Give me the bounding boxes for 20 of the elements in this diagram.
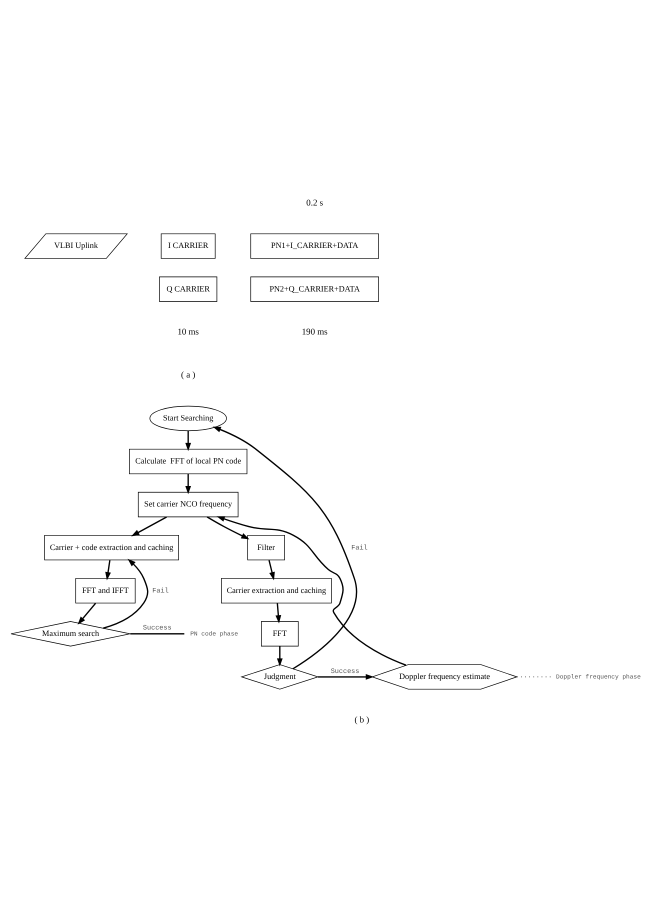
arrow xyxy=(185,430,192,451)
arrow xyxy=(275,602,282,623)
arrow xyxy=(103,558,148,628)
arrow xyxy=(268,560,275,580)
arrow xyxy=(185,474,192,494)
arrow xyxy=(212,426,358,669)
arrow xyxy=(131,516,167,536)
connector xyxy=(516,676,552,677)
label: 190 ms xyxy=(302,326,328,336)
arrow xyxy=(216,516,406,666)
arrow xyxy=(318,674,374,680)
connector xyxy=(130,632,184,634)
label: ( b ) xyxy=(354,714,370,724)
arrow xyxy=(206,516,250,539)
arrow xyxy=(78,602,96,624)
label: 10 ms xyxy=(177,326,199,336)
label: 0.2 s xyxy=(306,196,324,207)
arrow xyxy=(276,646,283,666)
label: ( a ) xyxy=(181,369,196,380)
arrow xyxy=(105,560,111,580)
